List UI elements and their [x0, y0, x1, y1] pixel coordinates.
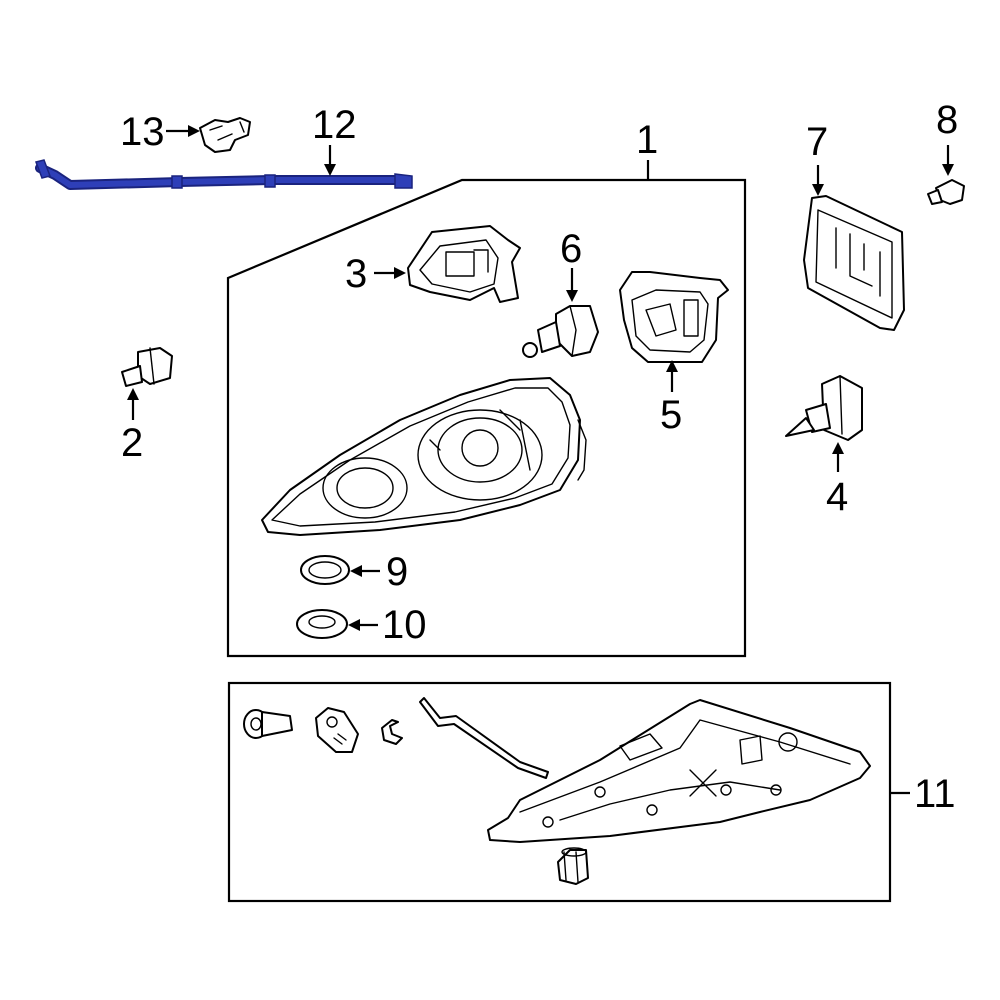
part-11-nut[interactable] [557, 847, 589, 885]
callout-4-arrow [832, 442, 844, 472]
callout-2-arrow [127, 388, 139, 420]
part-6-bulb[interactable] [522, 305, 599, 358]
part-11-rod[interactable] [419, 697, 549, 779]
callout-10: 10 [382, 603, 427, 647]
callout-11: 11 [914, 772, 956, 816]
part-11-plate[interactable] [315, 707, 359, 753]
part-11-bolt[interactable] [243, 709, 293, 739]
part-3-bracket[interactable] [407, 225, 521, 303]
part-12-hose[interactable] [35, 159, 413, 190]
callout-7-arrow [812, 165, 824, 196]
callout-10-arrow [348, 619, 378, 631]
callout-6: 6 [560, 227, 582, 271]
callout-1: 1 [636, 118, 658, 162]
callout-9-arrow [350, 565, 380, 577]
part-8-screw[interactable] [927, 179, 965, 205]
callout-2: 2 [121, 421, 143, 465]
part-10-seal[interactable] [296, 609, 348, 639]
headlamp-housing[interactable] [261, 377, 587, 536]
callout-3: 3 [345, 252, 367, 296]
callout-5-arrow [666, 360, 678, 392]
callout-13-arrow [166, 125, 200, 137]
callout-4: 4 [826, 475, 848, 519]
callout-8-arrow [942, 145, 954, 176]
callout-12: 12 [312, 103, 357, 147]
callout-8: 8 [936, 98, 958, 142]
part-5-module[interactable] [619, 271, 729, 363]
part-9-seal[interactable] [300, 555, 350, 585]
callout-13: 13 [120, 110, 165, 154]
part-13-clip[interactable] [199, 117, 251, 153]
callout-9: 9 [386, 550, 408, 594]
callout-5: 5 [660, 393, 682, 437]
part-11-bracket[interactable] [487, 699, 871, 843]
part-2-bulb[interactable] [121, 347, 173, 387]
part-4-bulb[interactable] [785, 375, 863, 441]
callout-6-arrow [566, 268, 578, 302]
headlamp-assembly-frame [226, 178, 747, 658]
callout-12-arrow [324, 145, 336, 176]
part-7-cover[interactable] [803, 195, 905, 331]
callout-7: 7 [806, 120, 828, 164]
callout-3-arrow [374, 267, 406, 279]
part-11-clip[interactable] [381, 719, 403, 745]
